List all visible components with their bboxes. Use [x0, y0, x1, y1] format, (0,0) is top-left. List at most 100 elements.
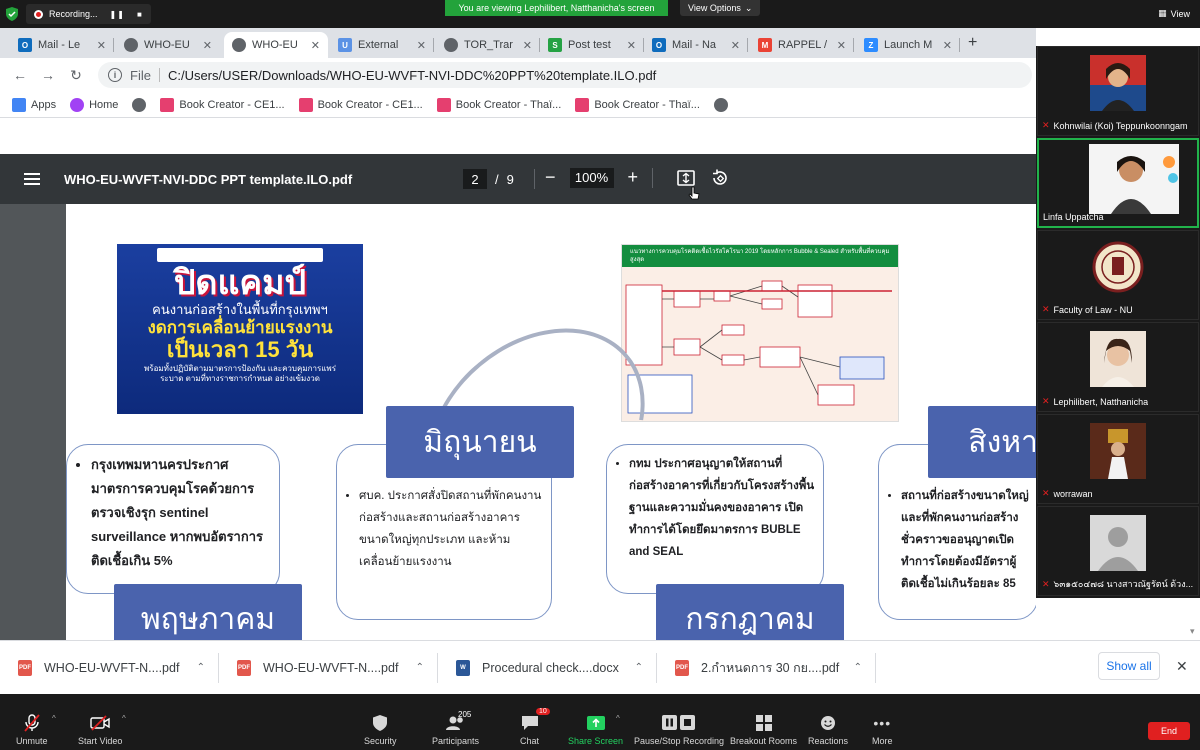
close-icon[interactable]: ✕ [942, 39, 952, 52]
zoom-in-icon[interactable]: + [627, 167, 639, 187]
chevron-up-icon[interactable]: ⌃ [196, 662, 205, 673]
tab-label: RAPPEL / [778, 39, 828, 51]
microphone-muted-icon: ✕ [1042, 396, 1050, 406]
pdf-file-icon: PDF [675, 659, 689, 676]
scroll-down-icon[interactable]: ▾ [1190, 626, 1195, 636]
stop-recording-icon[interactable]: ■ [136, 9, 143, 19]
chevron-up-icon[interactable]: ^ [52, 714, 56, 723]
fit-to-page-icon[interactable] [676, 168, 696, 193]
back-arrow-icon[interactable]: ← [13, 67, 27, 83]
participant-name: Linfa Uppatcha [1043, 212, 1104, 222]
participant-tile[interactable]: ✕Kohnwilai (Koi) Teppunkoonngam [1037, 46, 1199, 136]
close-icon[interactable]: ✕ [202, 39, 212, 52]
browser-tab[interactable]: WHO-EU✕ [224, 32, 328, 58]
bookmark-item[interactable]: Book Creator - CE1... [298, 97, 423, 112]
close-icon[interactable]: ✕ [626, 39, 636, 52]
reload-icon[interactable]: ↻ [70, 66, 82, 83]
chat-button[interactable]: 10 Chat [520, 708, 550, 746]
campaign-poster-image: ปิดแคมป์ คนงานก่อสร้างในพื้นที่กรุงเทพฯ … [117, 244, 363, 414]
outlook-icon: O [652, 38, 666, 52]
participant-tile[interactable]: Linfa Uppatcha [1037, 138, 1199, 228]
bookcreator-icon [575, 97, 590, 112]
chevron-up-icon[interactable]: ^ [616, 714, 620, 723]
zoom-out-icon[interactable]: − [545, 167, 556, 187]
browser-tab[interactable]: WHO-EU✕ [116, 32, 220, 58]
end-meeting-button[interactable]: End [1148, 722, 1190, 740]
s-icon: S [548, 38, 562, 52]
browser-tab[interactable]: TOR_Trar ✕ [436, 32, 540, 58]
close-icon[interactable]: ✕ [310, 39, 320, 52]
share-screen-button[interactable]: Share Screen [568, 714, 623, 746]
unmute-button[interactable]: Unmute [16, 714, 48, 746]
poster-headline: ปิดแคมป์ [173, 264, 307, 302]
tab-label: TOR_Trar [464, 39, 513, 51]
globe-icon [132, 97, 147, 112]
pdf-document-area[interactable]: ปิดแคมป์ คนงานก่อสร้างในพื้นที่กรุงเทพฯ … [0, 204, 1036, 640]
rotate-icon[interactable] [710, 168, 730, 193]
bookmark-item[interactable]: Home [70, 97, 118, 112]
participant-tile[interactable]: ✕worrawan [1037, 414, 1199, 504]
bookmark-item[interactable]: Book Creator - CE1... [160, 97, 285, 112]
more-button[interactable]: ••• More [872, 714, 893, 746]
address-bar[interactable]: i File C:/Users/USER/Downloads/WHO-EU-WV… [98, 62, 1032, 88]
browser-tab[interactable]: S Post test ✕ [540, 32, 644, 58]
bookmark-item[interactable]: Book Creator - Thaï... [575, 97, 700, 112]
view-options-button[interactable]: View Options ⌄ [680, 0, 761, 16]
participant-tile[interactable]: ✕Faculty of Law - NU [1037, 230, 1199, 320]
flowchart-header: แนวทางการควบคุมโรคติดเชื้อไวรัสโคโรนา 20… [622, 245, 898, 267]
bookmark-item[interactable]: Apps [12, 97, 57, 112]
download-item[interactable]: PDF 2.กำหนดการ 30 กย....pdf ⌃ [657, 641, 876, 695]
show-all-downloads-button[interactable]: Show all [1098, 652, 1160, 680]
chevron-up-icon[interactable]: ⌃ [415, 662, 424, 673]
chevron-up-icon[interactable]: ^ [122, 714, 126, 723]
pdf-tools [676, 168, 730, 193]
chevron-up-icon[interactable]: ⌃ [853, 662, 862, 673]
participant-tile[interactable]: ✕๖๓๑๕๐๔๗๘ นางสาวณัฐรัตน์ ด้วง... [1037, 506, 1199, 596]
participants-button[interactable]: 205 Participants [432, 710, 479, 746]
close-icon[interactable]: ✕ [96, 39, 106, 52]
close-icon[interactable]: ✕ [416, 39, 426, 52]
pause-recording-button[interactable]: Pause/Stop Recording [634, 714, 724, 746]
menu-icon[interactable] [24, 173, 40, 185]
close-icon[interactable]: ✕ [836, 39, 846, 52]
breakout-rooms-button[interactable]: Breakout Rooms [730, 714, 797, 746]
view-button[interactable]: ▦ View [1158, 8, 1190, 19]
close-icon[interactable]: ✕ [522, 39, 532, 52]
participant-tile[interactable]: ✕Lephilibert, Natthanicha [1037, 322, 1199, 412]
close-icon[interactable]: ✕ [730, 39, 740, 52]
tab-label: Post test [568, 39, 611, 51]
close-icon[interactable]: ✕ [1176, 658, 1188, 674]
bookmark-item[interactable] [713, 97, 728, 112]
globe-icon [444, 38, 458, 52]
bookmark-item[interactable]: Book Creator - Thaï... [436, 97, 561, 112]
pause-recording-icon[interactable]: ❚❚ [109, 9, 125, 19]
word-file-icon: W [456, 659, 470, 676]
zoom-level-input[interactable]: 100% [569, 167, 614, 188]
info-icon[interactable]: i [108, 68, 122, 82]
zoom-top-bar: Recording... ❚❚ ■ You are viewing Lephil… [0, 0, 1200, 28]
security-button[interactable]: Security [364, 714, 397, 746]
chevron-up-icon[interactable]: ⌃ [634, 662, 643, 673]
bookmark-label: Book Creator - Thaï... [594, 98, 700, 111]
forward-arrow-icon[interactable]: → [41, 67, 55, 83]
download-filename: 2.กำหนดการ 30 กย....pdf [701, 660, 840, 675]
bookmark-item[interactable] [132, 97, 147, 112]
start-video-button[interactable]: Start Video [78, 714, 122, 746]
reactions-button[interactable]: Reactions [808, 714, 848, 746]
new-tab-icon[interactable]: + [968, 34, 978, 51]
participant-video [1090, 239, 1146, 295]
chevron-down-icon: ⌄ [744, 2, 753, 13]
bookmark-label: Apps [31, 98, 57, 111]
participant-name: Lephilibert, Natthanicha [1053, 396, 1149, 407]
page-separator: / [495, 171, 499, 187]
page-number-input[interactable]: 2 [463, 169, 487, 189]
shield-icon[interactable] [4, 6, 20, 22]
